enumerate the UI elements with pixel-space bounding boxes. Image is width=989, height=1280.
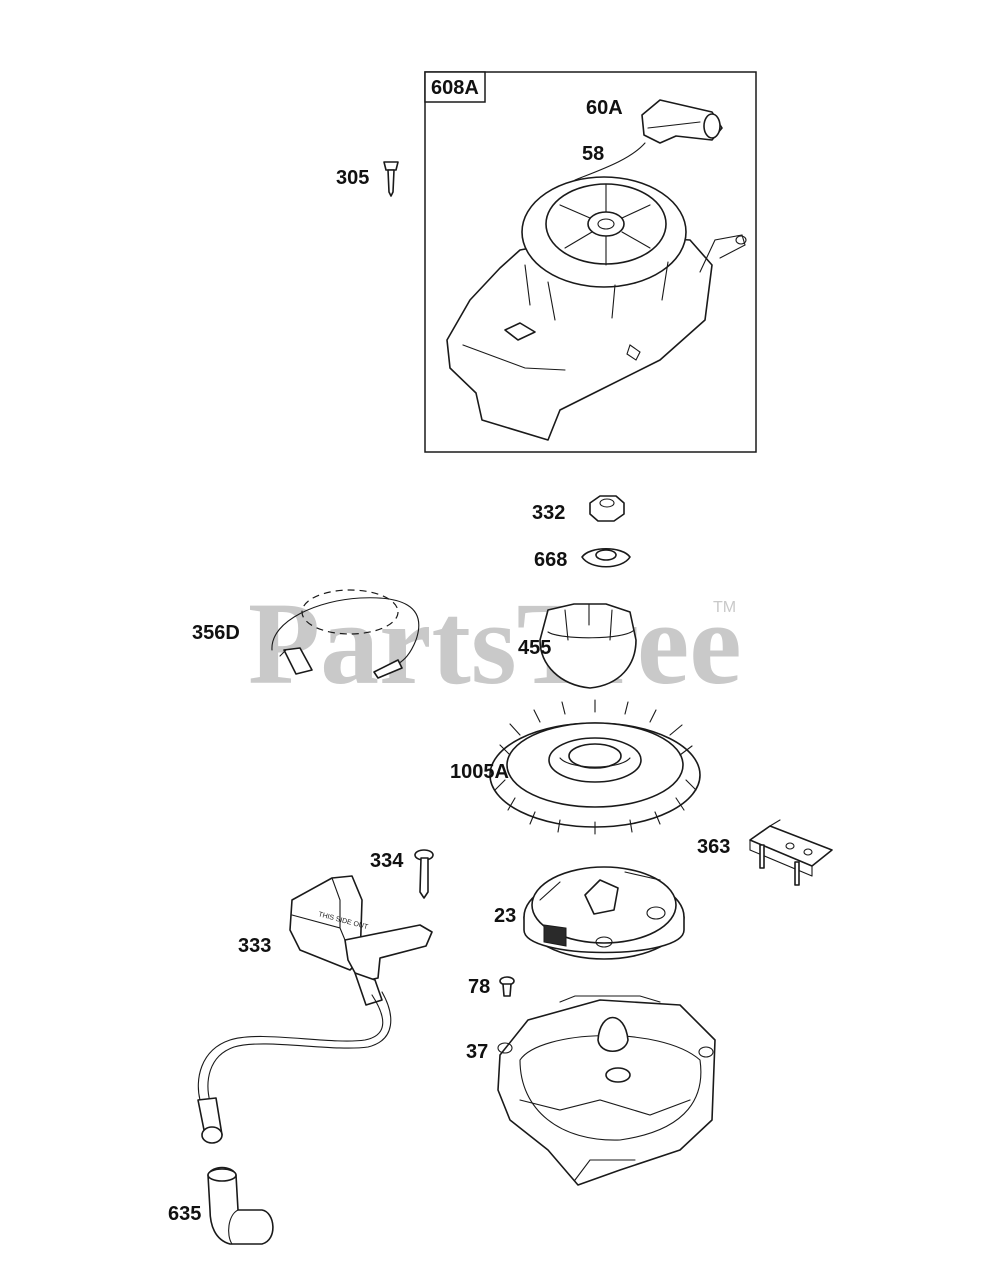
label-78[interactable]: 78 (468, 976, 490, 998)
part-ignition-coil[interactable]: THIS SIDE OUT (197, 875, 433, 1144)
part-flywheel[interactable] (489, 699, 701, 835)
label-1005A[interactable]: 1005A (450, 761, 509, 783)
label-356D[interactable]: 356D (192, 622, 240, 644)
part-screw-78[interactable] (499, 976, 515, 997)
part-fan-retainer[interactable] (539, 603, 637, 689)
label-37[interactable]: 37 (466, 1041, 488, 1063)
label-635[interactable]: 635 (168, 1203, 201, 1225)
label-455[interactable]: 455 (518, 637, 551, 659)
label-23[interactable]: 23 (494, 905, 516, 927)
label-334[interactable]: 334 (370, 850, 404, 872)
part-spark-plug-boot[interactable] (207, 1166, 274, 1245)
label-332[interactable]: 332 (532, 502, 565, 524)
part-starter-rope[interactable] (574, 142, 646, 181)
part-washer[interactable] (581, 547, 631, 568)
part-screw-334[interactable] (414, 849, 434, 899)
part-starter-handle[interactable] (641, 99, 723, 144)
part-magnet-rotor[interactable] (523, 866, 685, 960)
label-333[interactable]: 333 (238, 935, 271, 957)
part-bracket[interactable] (749, 819, 833, 886)
part-blower-housing[interactable] (497, 995, 716, 1186)
label-668[interactable]: 668 (534, 549, 567, 571)
watermark-trademark: TM (713, 599, 736, 616)
watermark-text: PartsTree (248, 578, 742, 709)
label-363[interactable]: 363 (697, 836, 730, 858)
part-nut[interactable] (589, 495, 625, 522)
label-60A[interactable]: 60A (586, 97, 623, 119)
part-rewind-starter[interactable] (446, 176, 747, 441)
part-screw-305[interactable] (383, 161, 399, 197)
part-ground-wire[interactable] (271, 589, 420, 679)
label-608A[interactable]: 608A (431, 77, 479, 99)
assembly-608A-box: 608A (424, 71, 757, 453)
label-58[interactable]: 58 (582, 143, 604, 165)
label-305[interactable]: 305 (336, 167, 369, 189)
